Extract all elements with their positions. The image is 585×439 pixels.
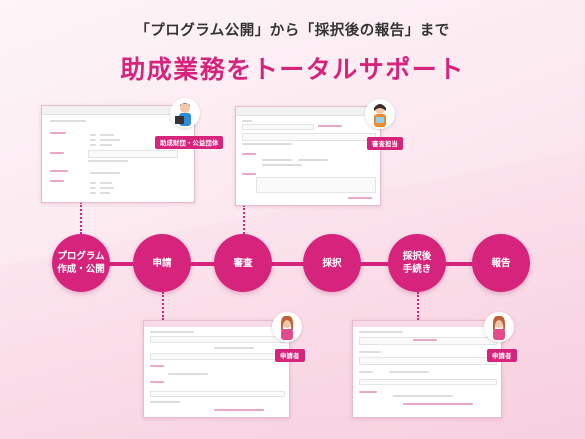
role-tag-reviewer: 審査担当 [367,137,403,150]
reviewer-screenshot [235,106,381,206]
step-review[interactable]: 審査 [214,234,272,292]
step-program[interactable]: プログラム作成・公開 [52,234,110,292]
role-tag-applicant-1: 申請者 [275,349,305,362]
applicant-screenshot-2 [352,320,502,418]
connector-program [80,202,82,234]
connector-apply [162,292,164,320]
step-apply[interactable]: 申請 [133,234,191,292]
step-report-label: 報告 [491,257,511,269]
applicant-screenshot-1 [143,320,290,418]
subline: 助成業務をトータルサポート [120,55,465,84]
reviewer-avatar [365,99,395,129]
step-postproc[interactable]: 採択後手続き [388,234,446,292]
step-program-label-1: プログラム [57,251,105,262]
role-tag-applicant-2: 申請者 [487,349,517,362]
applicant-avatar-2 [484,312,514,342]
applicant-avatar-1 [272,312,302,342]
step-review-label: 審査 [233,257,253,269]
funder-avatar [170,98,200,128]
step-postproc-label-1: 採択後 [402,251,432,262]
step-report[interactable]: 報告 [472,234,530,292]
step-postproc-label-2: 手続き [402,264,432,275]
step-adopt-label: 採択 [322,257,342,269]
flow-line [55,262,525,266]
step-apply-label: 申請 [152,257,172,269]
role-tag-funder: 助成財団・公益団体 [155,136,224,149]
step-adopt[interactable]: 採択 [303,234,361,292]
connector-review [243,205,245,234]
connector-postproc [417,292,419,320]
step-program-label-2: 作成・公開 [57,264,105,275]
headline: 「プログラム公開」から「採択後の報告」まで [135,23,450,39]
funder-screenshot [41,105,195,203]
